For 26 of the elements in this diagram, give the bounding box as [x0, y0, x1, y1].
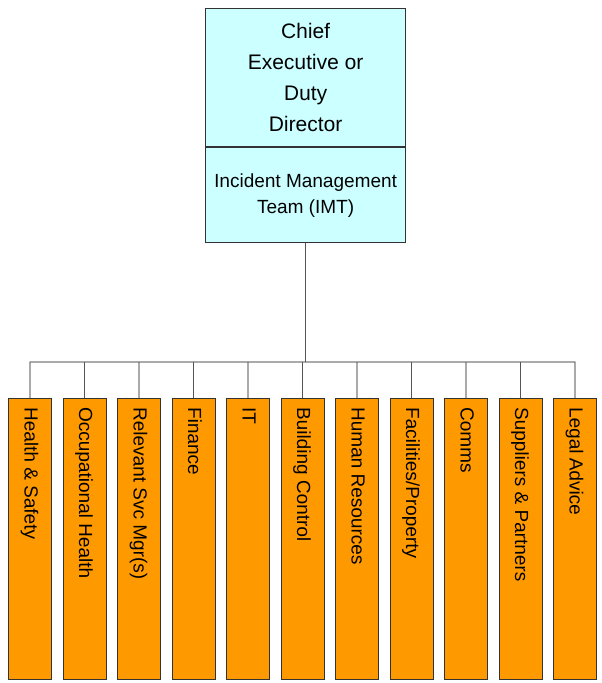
team-box — [444, 398, 488, 680]
team-box — [226, 398, 270, 680]
title-box — [205, 8, 406, 147]
team-box — [390, 398, 434, 680]
node-label: Occupational Health — [75, 407, 94, 580]
team-box — [553, 398, 597, 680]
node-label: Facilities/Property — [402, 407, 421, 560]
node-label: Comms — [456, 407, 476, 474]
node-label: Legal Advice — [566, 407, 584, 517]
node-label: Finance — [184, 407, 203, 477]
team-box — [62, 398, 106, 680]
team-box — [117, 398, 161, 680]
team-box — [335, 398, 379, 680]
node-label: IT — [238, 407, 258, 426]
team-box — [172, 398, 216, 680]
node-label: Health & Safety — [20, 407, 40, 542]
node-label: Suppliers & Partners — [511, 407, 530, 584]
team-box — [498, 398, 542, 680]
node-label: Relevant Svc Mgr(s) — [130, 407, 148, 582]
team-box — [8, 398, 52, 680]
node-label: Chief Executive or Duty Director — [246, 18, 364, 138]
node-label: Human Resources — [348, 407, 366, 566]
title-box — [205, 147, 406, 243]
team-box — [280, 398, 324, 680]
node-label: Incident Management Team (IMT) — [214, 170, 397, 220]
node-label: Building Control — [293, 407, 312, 544]
